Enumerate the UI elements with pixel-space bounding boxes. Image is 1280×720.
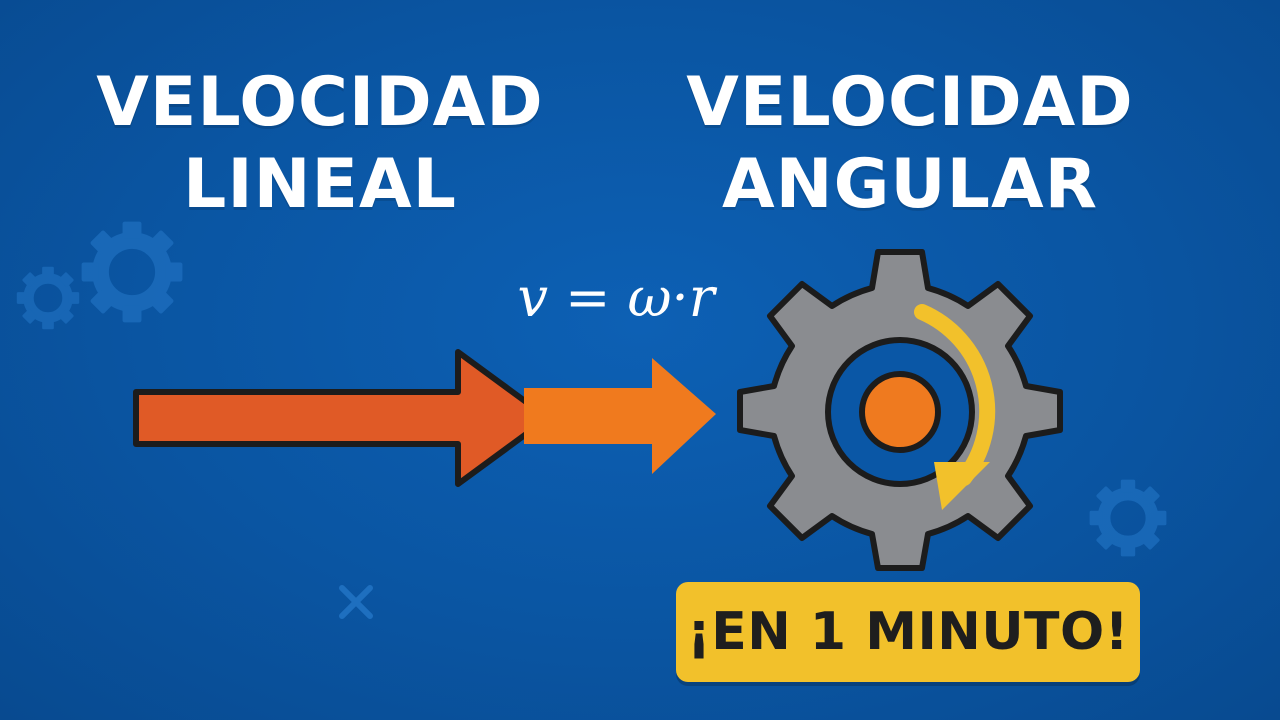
background-gear-icon <box>17 267 79 329</box>
duration-badge: ¡EN 1 MINUTO! <box>676 582 1140 682</box>
badge-text: ¡EN 1 MINUTO! <box>687 602 1129 662</box>
transfer-arrow-icon <box>524 358 716 474</box>
title-line: VELOCIDAD <box>686 63 1134 142</box>
linear-velocity-title: VELOCIDAD LINEAL <box>80 62 560 226</box>
title-line: VELOCIDAD <box>96 63 544 142</box>
formula: v = ω·r <box>517 266 715 329</box>
title-line: ANGULAR <box>722 145 1098 224</box>
linear-arrow-icon <box>133 349 551 487</box>
background-gear-icon <box>82 222 183 323</box>
angular-velocity-title: VELOCIDAD ANGULAR <box>660 62 1160 226</box>
title-line: LINEAL <box>183 145 457 224</box>
cross-icon <box>339 585 373 619</box>
gear-icon <box>737 249 1063 571</box>
background-gear-icon <box>1090 480 1167 557</box>
rotation-arrow-icon <box>914 304 996 510</box>
